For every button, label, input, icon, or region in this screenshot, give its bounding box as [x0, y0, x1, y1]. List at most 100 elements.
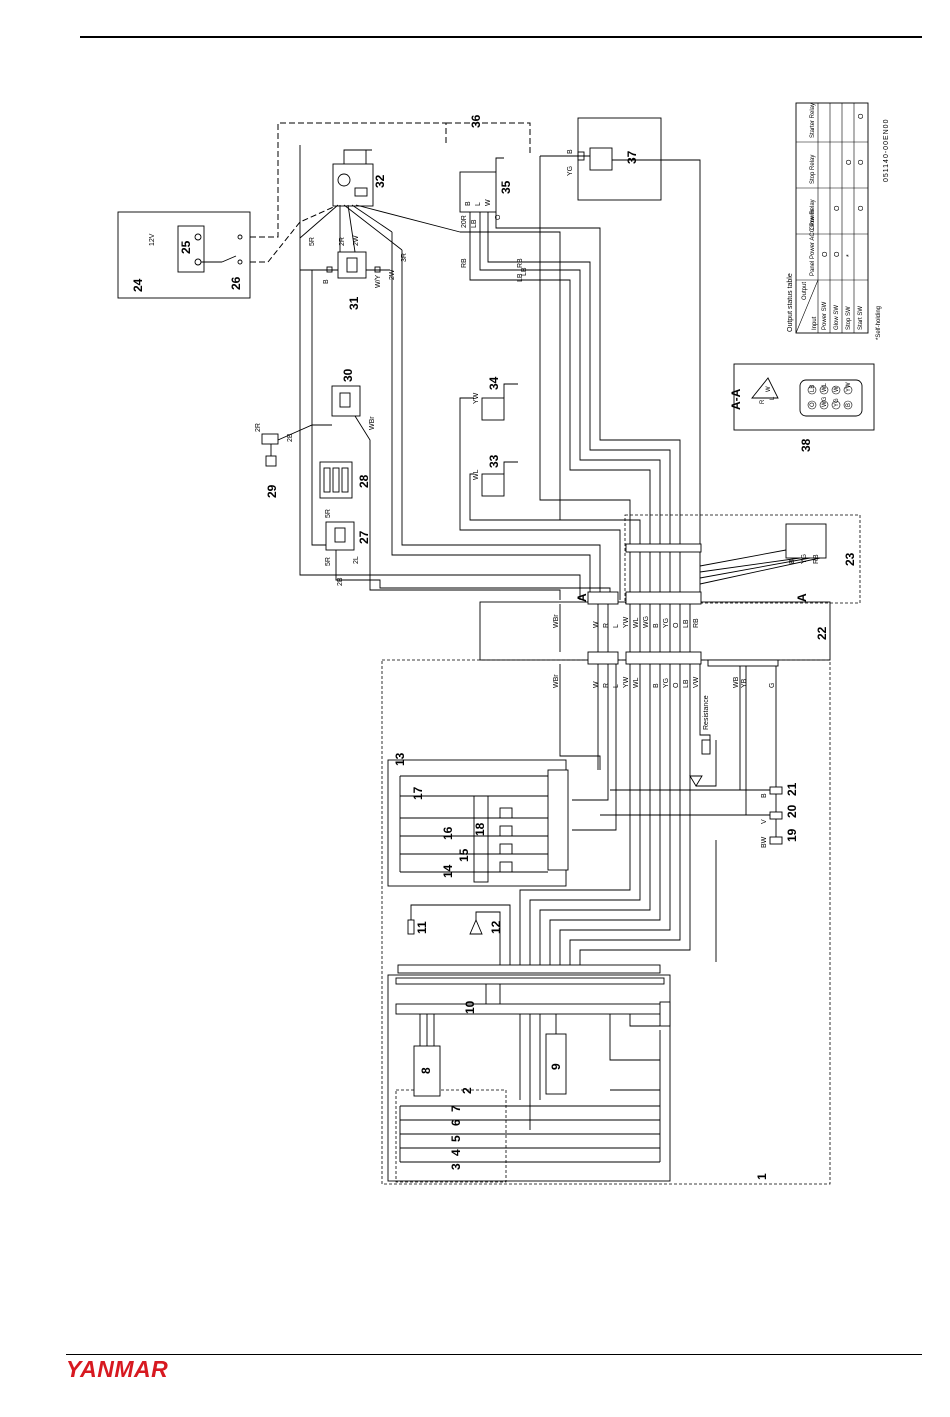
wire-label-lower: YG: [663, 678, 670, 688]
component-label-29: 29: [265, 484, 279, 498]
document-code: 051140-00EN00: [883, 119, 890, 182]
component-label-12: 12: [489, 920, 503, 934]
component-label-30: 30: [341, 368, 355, 382]
switch-34: [481, 397, 505, 421]
component-label-7: 7: [449, 1105, 463, 1112]
connector-pin-label: WG: [822, 396, 828, 407]
wire-label-lower: LB: [683, 679, 690, 688]
component-label-34: 34: [487, 376, 501, 390]
bus-bar: [397, 964, 661, 974]
wire-label-lower: G: [769, 683, 776, 688]
wire-label: RB: [461, 258, 468, 268]
wire-label-upper: WG: [643, 616, 650, 628]
connector-pin-label: W: [834, 386, 840, 392]
component-label-28: 28: [357, 474, 371, 488]
table-row-input: Stop SW: [846, 306, 852, 330]
connector-pin-label: YW: [846, 382, 852, 392]
wire-label: 2R: [339, 237, 346, 246]
ground-wire-2: [250, 204, 339, 263]
gauges-box: [395, 1089, 507, 1183]
component-label-11: 11: [415, 921, 429, 934]
resistor: [701, 739, 711, 755]
table-column-header: Glow Relay: [810, 199, 816, 230]
wire-label: 2R: [255, 423, 262, 432]
connector-38-triangle: [751, 377, 779, 399]
wire-label: B: [789, 559, 796, 564]
table-mark: O: [846, 159, 853, 165]
wire-label-upper: R: [603, 623, 610, 628]
relay-27: [325, 521, 355, 551]
wire-label: WBr: [369, 416, 376, 430]
table-mark: O: [822, 251, 829, 257]
component-label-13: 13: [393, 752, 407, 766]
table-row-input: Start SW: [858, 306, 864, 330]
connector-pin-label: L: [770, 396, 776, 400]
table-row-input: Power SW: [822, 301, 828, 330]
wire-label-lower: R: [603, 683, 610, 688]
output-table-title: Output status table: [787, 273, 794, 332]
component-label-22: 22: [815, 626, 829, 640]
battery-frame: [117, 211, 251, 299]
wire-label: L: [475, 202, 482, 206]
wire-label-upper: RB: [693, 618, 700, 628]
component-label-24: 24: [131, 278, 145, 292]
component-label-19: 19: [785, 828, 799, 842]
component-label-16: 16: [441, 826, 455, 840]
wire-label: LB: [521, 267, 528, 276]
wire-label-lower: VW: [693, 676, 700, 688]
component-19: [769, 836, 783, 845]
wire-label: 5R: [309, 237, 316, 246]
wire-label-lower: O: [673, 682, 680, 688]
battery-voltage: 12V: [149, 233, 156, 246]
component-label-38: 38: [799, 438, 813, 452]
wire-label-upper: O: [673, 622, 680, 628]
table-row-input: Glow SW: [834, 305, 840, 330]
component-label-3: 3: [449, 1163, 463, 1170]
component-label-23: 23: [843, 552, 857, 566]
component-label-15: 15: [457, 848, 471, 862]
component-18: [473, 795, 489, 883]
battery-terminal-neg: [194, 233, 202, 241]
buzzer-icon: [469, 918, 483, 935]
wire-label: W: [485, 199, 492, 206]
sensor-37: [589, 147, 613, 171]
self-holding-note: *Self-holding: [876, 306, 882, 340]
connector-pin-label: WL: [822, 382, 828, 392]
connector-38-frame: [733, 363, 875, 431]
component-11: [407, 919, 415, 935]
alternator: [459, 171, 497, 213]
wire-label: 5R: [325, 557, 332, 566]
component-label-25: 25: [179, 240, 193, 254]
component-23-frame: [624, 514, 861, 604]
connector-lower-extra: [707, 659, 779, 667]
table-mark: O: [858, 159, 865, 165]
connector-pin-label: R: [760, 399, 766, 404]
wire-label: 2B: [287, 433, 294, 442]
wire-label-lower: YB: [741, 678, 748, 688]
component-21: [769, 786, 783, 795]
wire-label-upper: WBr: [553, 614, 560, 628]
wire-label: LB: [517, 273, 524, 282]
component-label-18: 18: [473, 822, 487, 836]
wire-label: O: [495, 214, 502, 220]
component-label-36: 36: [469, 114, 483, 128]
connector-a-right: [625, 591, 702, 605]
wire-label-upper: YG: [663, 618, 670, 628]
connector-38-pins: [807, 385, 853, 410]
wire-label-upper: WL: [633, 617, 640, 628]
table-mark: O: [858, 113, 865, 119]
component-label-8: 8: [419, 1067, 433, 1074]
component-label-6: 6: [449, 1119, 463, 1126]
header-rule: [80, 36, 922, 38]
wire-label: LB: [471, 219, 478, 228]
table-mark: O: [834, 251, 841, 257]
wire-label: 3R: [401, 253, 408, 262]
component-23: [785, 523, 827, 559]
table-mark: O: [858, 205, 865, 211]
wire-label: 2L: [353, 556, 360, 564]
component-label-21: 21: [785, 782, 799, 796]
controller-top-bus: [395, 977, 665, 985]
